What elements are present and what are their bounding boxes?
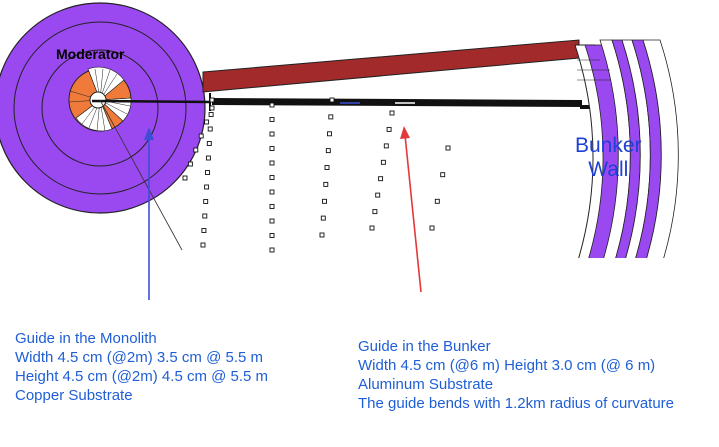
ray-dot xyxy=(201,228,207,233)
shield-ring xyxy=(13,21,187,195)
bunker-label-line1: Bunker xyxy=(575,134,642,157)
ray-dot xyxy=(269,131,275,137)
ray-dot xyxy=(182,175,188,181)
monolith-guide-caption: Guide in the Monolith Width 4.5 cm (@2m)… xyxy=(15,329,268,405)
guide-shield-plate xyxy=(202,39,580,93)
ray-dot xyxy=(389,110,395,116)
caption-line: Height 4.5 cm (@2m) 4.5 cm @ 5.5 m xyxy=(15,368,269,385)
caption-line: Guide in the Monolith xyxy=(15,330,157,347)
ray-dot xyxy=(200,242,206,248)
ray-dot xyxy=(328,114,334,120)
ray-dot xyxy=(269,233,275,238)
ray-dot xyxy=(322,198,327,204)
ray-dot xyxy=(269,175,275,180)
ray-dot xyxy=(209,105,215,111)
ray-dot xyxy=(205,155,211,161)
ray-dot xyxy=(323,181,329,187)
caption-line: Guide in the Bunker xyxy=(358,338,491,355)
ray-dot xyxy=(375,192,381,198)
ray-dot xyxy=(325,148,331,154)
ray-dot xyxy=(329,97,335,103)
bunker-wall-label: Bunker Wall xyxy=(575,134,642,182)
ray-dot xyxy=(434,198,440,204)
bunker-wall xyxy=(574,39,679,258)
ray-dot xyxy=(269,146,275,151)
extraction-beamline xyxy=(91,99,211,104)
blue-arrow xyxy=(144,127,154,300)
inner-shield-ring xyxy=(41,49,159,167)
ray-dot xyxy=(203,199,209,204)
neutron-guide xyxy=(209,93,645,111)
ray-dot xyxy=(193,147,199,153)
moderator-label: Moderator xyxy=(56,46,125,62)
ray-dot xyxy=(269,218,275,224)
ray-dot xyxy=(445,145,451,151)
ray-dot xyxy=(380,159,386,165)
caption-line: Copper Substrate xyxy=(15,387,133,404)
ray-dot xyxy=(207,126,213,132)
caption-line: Aluminum Substrate xyxy=(358,376,494,393)
moderator-assembly xyxy=(0,2,211,251)
ray-dot xyxy=(324,165,330,170)
ray-dot xyxy=(372,209,378,215)
ray-dot xyxy=(378,176,384,182)
ray-dot xyxy=(327,131,332,137)
ray-dot xyxy=(269,247,275,253)
ray-dot xyxy=(269,102,275,108)
ray-dot xyxy=(269,204,275,209)
ray-dot xyxy=(198,133,204,139)
ray-dot xyxy=(369,225,375,231)
radial-line xyxy=(99,99,183,251)
ray-dot xyxy=(429,225,435,231)
ray-dot xyxy=(269,189,275,195)
caption-line: The guide bends with 1.2km radius of cur… xyxy=(358,395,675,412)
bunker-guide-caption: Guide in the Bunker Width 4.5 cm (@6 m) … xyxy=(358,337,674,413)
ray-dot xyxy=(319,232,325,238)
caption-line: Width 4.5 cm (@2m) 3.5 cm @ 5.5 m xyxy=(15,349,264,366)
ray-dot xyxy=(440,172,446,178)
ray-dot xyxy=(204,119,210,125)
bunker-label-line2: Wall xyxy=(588,158,629,181)
ray-dot xyxy=(383,143,389,149)
ray-dot xyxy=(205,170,210,175)
ray-dot xyxy=(386,126,392,132)
ray-dot xyxy=(187,161,193,167)
red-arrow xyxy=(400,126,422,293)
ray-dot xyxy=(269,117,275,122)
ray-dot xyxy=(209,97,215,103)
ray-dot xyxy=(204,184,210,190)
ray-dot xyxy=(206,141,212,146)
beamline-dot-rays xyxy=(182,97,451,253)
ray-dot xyxy=(208,112,214,117)
caption-line: Width 4.5 cm (@6 m) Height 3.0 cm (@ 6 m… xyxy=(358,357,656,374)
ray-dot xyxy=(320,215,326,221)
ray-dot xyxy=(202,213,208,219)
ray-dot xyxy=(269,160,275,166)
